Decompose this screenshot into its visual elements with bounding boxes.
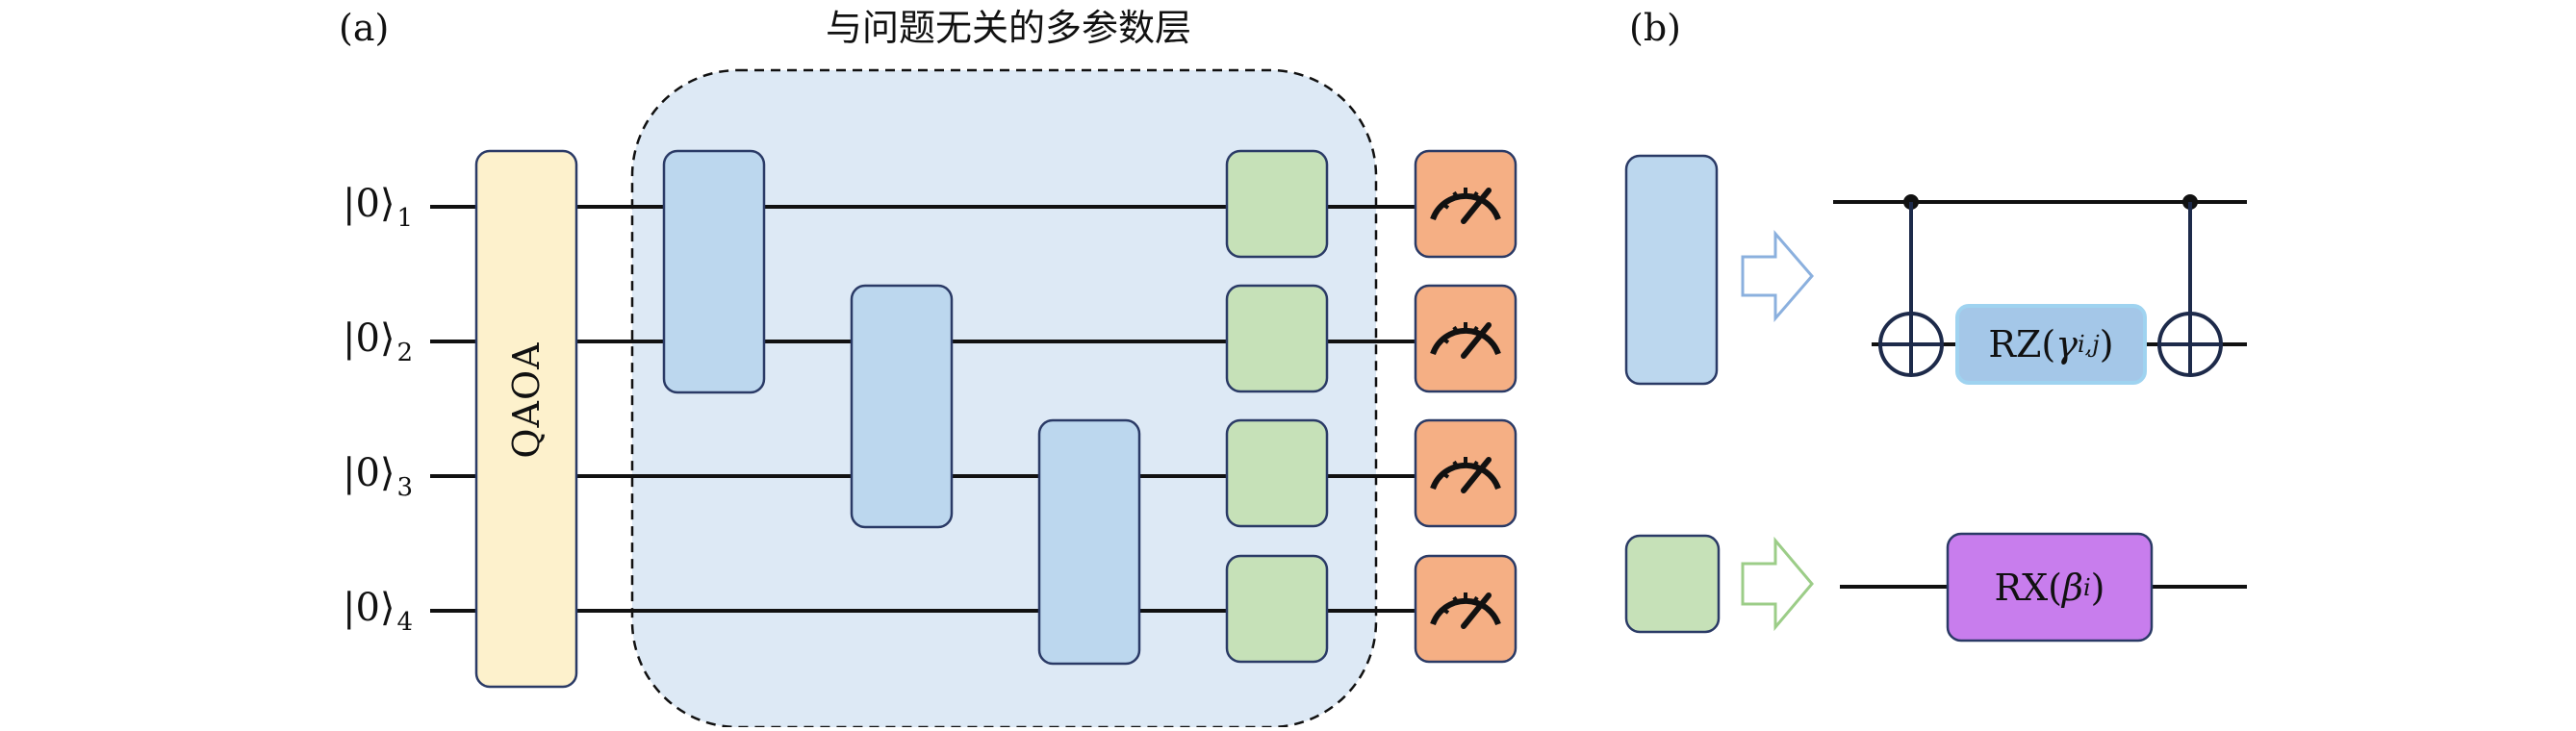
ket-text: |0⟩ <box>343 451 395 495</box>
cnot-gate-left <box>1878 194 1944 377</box>
rx-gate <box>1946 532 2154 643</box>
measurement-q1 <box>1414 149 1518 259</box>
ket-index: 2 <box>396 339 414 367</box>
green-gate-q1 <box>1225 149 1329 259</box>
meter-icon <box>1430 322 1501 359</box>
qubit-label-2: |0⟩2 <box>343 319 413 366</box>
green-gate-q3 <box>1225 418 1329 528</box>
legend-green-gate <box>1624 534 1721 634</box>
qaoa-block <box>474 149 578 689</box>
panel-a-label: (a) <box>339 7 390 49</box>
ket-text: |0⟩ <box>343 182 395 226</box>
arrow-green-icon <box>1741 536 1814 632</box>
rx-symbol: β <box>2062 566 2083 609</box>
ket-index: 4 <box>396 608 414 637</box>
meter-icon <box>1430 188 1501 224</box>
rz-symbol: γ <box>2055 323 2078 366</box>
rz-close: ) <box>2099 323 2114 366</box>
panel-b-label: (b) <box>1629 7 1681 49</box>
legend-blue-gate <box>1624 154 1719 386</box>
ket-text: |0⟩ <box>343 316 395 361</box>
measurement-q3 <box>1414 418 1518 528</box>
meter-icon <box>1430 457 1501 493</box>
rz-gate <box>1955 304 2147 385</box>
qubit-label-3: |0⟩3 <box>343 454 413 500</box>
qubit-label-1: |0⟩1 <box>343 185 413 231</box>
arrow-blue-icon <box>1741 229 1814 323</box>
green-gate-q4 <box>1225 554 1329 664</box>
measurement-q2 <box>1414 284 1518 393</box>
rx-close: ) <box>2090 566 2105 609</box>
blue-gate-q3-q4 <box>1037 418 1141 666</box>
meter-icon <box>1430 592 1501 629</box>
rz-name: RZ( <box>1988 323 2056 366</box>
ket-index: 1 <box>396 204 414 233</box>
rz-subscript: i,j <box>2077 331 2100 358</box>
ket-index: 3 <box>396 473 414 502</box>
measurement-q4 <box>1414 554 1518 664</box>
blue-gate-q1-q2 <box>662 149 766 394</box>
rx-name: RX( <box>1994 566 2063 609</box>
layer-title: 与问题无关的多参数层 <box>826 7 1192 49</box>
blue-gate-q2-q3 <box>850 284 954 529</box>
qaoa-label: QAOA <box>505 341 548 459</box>
cnot-gate-right <box>2157 194 2223 377</box>
rx-subscript: i <box>2082 573 2091 601</box>
green-gate-q2 <box>1225 284 1329 393</box>
qubit-label-4: |0⟩4 <box>343 589 413 635</box>
ket-text: |0⟩ <box>343 586 395 630</box>
